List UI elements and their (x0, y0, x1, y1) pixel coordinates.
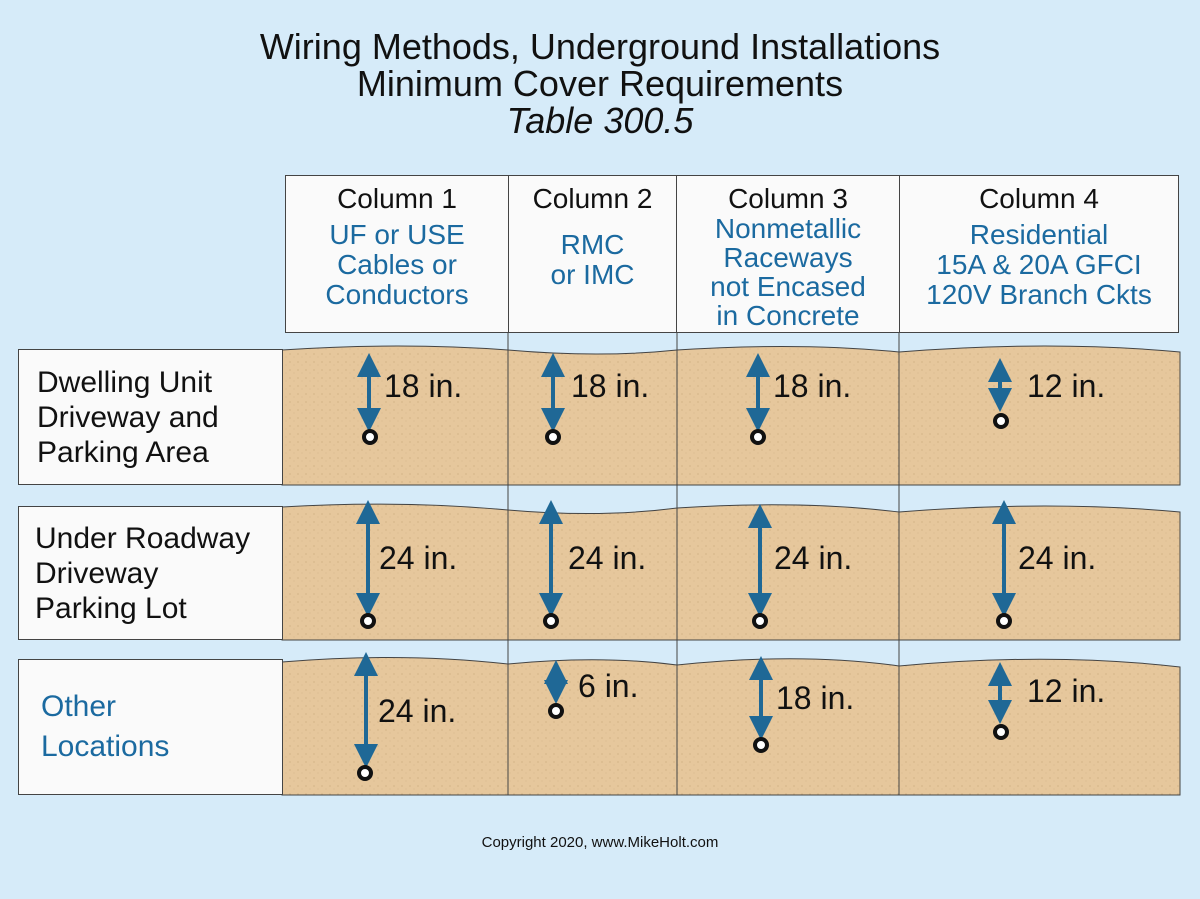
depth-r2-c4: 24 in. (1018, 540, 1097, 576)
diagram-title: Wiring Methods, Underground Installation… (0, 28, 1200, 139)
soil-row-3 (281, 656, 1181, 796)
title-line-1: Wiring Methods, Underground Installation… (259, 26, 941, 67)
soil-row-2 (281, 503, 1181, 641)
depth-r1-c2: 18 in. (571, 368, 650, 404)
soil-row-1 (281, 345, 1181, 486)
depth-r1-c1: 18 in. (384, 368, 463, 404)
column-name: Column 3 (728, 183, 848, 214)
depth-r1-c4: 12 in. (1027, 368, 1106, 404)
copyright-notice: Copyright 2020, www.MikeHolt.com (481, 834, 719, 851)
depth-r3-c2: 6 in. (578, 668, 639, 704)
depth-r1-c3: 18 in. (773, 368, 852, 404)
depth-r3-c4: 12 in. (1027, 673, 1106, 709)
title-line-3: Table 300.5 (506, 100, 694, 141)
depth-r3-c1: 24 in. (378, 693, 457, 729)
depth-r3-c3: 18 in. (776, 680, 855, 716)
title-line-2: Minimum Cover Requirements (356, 63, 844, 104)
depth-r2-c3: 24 in. (774, 540, 853, 576)
column-name: Column 1 (337, 183, 457, 214)
column-name: Column 2 (532, 183, 653, 214)
column-name: Column 4 (979, 183, 1099, 214)
depth-r2-c1: 24 in. (379, 540, 458, 576)
depth-r2-c2: 24 in. (568, 540, 647, 576)
